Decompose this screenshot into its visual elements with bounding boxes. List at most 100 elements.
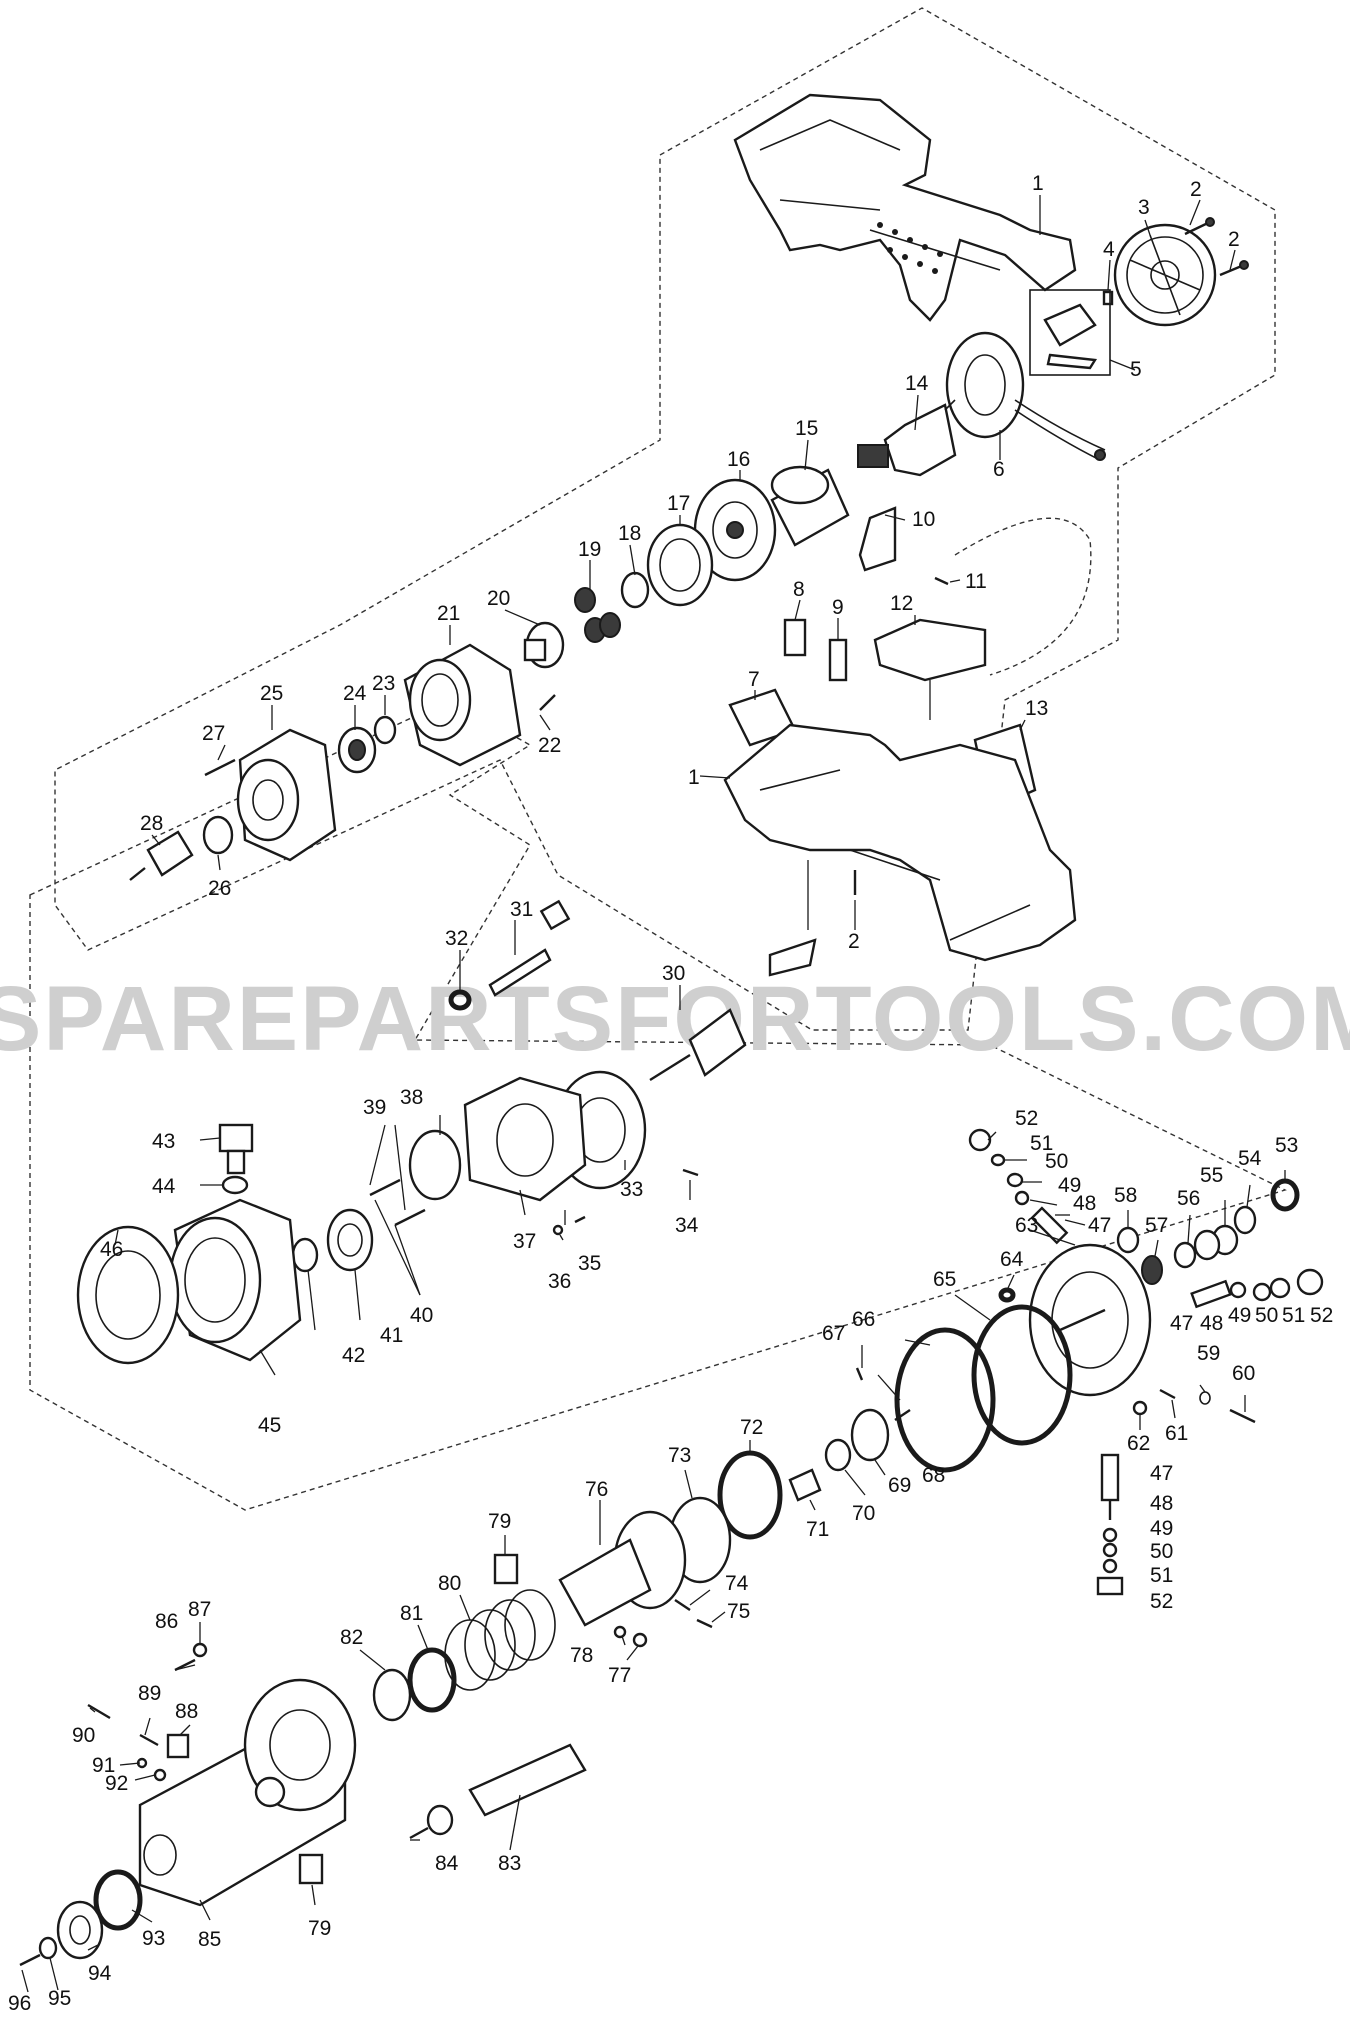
callout-2-b: 2 [1228,228,1240,251]
part-5-controller-box [1029,289,1111,376]
part-28-shaft [129,830,194,881]
callout-26: 26 [208,877,231,900]
callout-68: 68 [922,1464,945,1487]
callout-79-bottom: 79 [308,1917,331,1940]
part-53-ring [1270,1178,1300,1212]
part-78-nut [613,1625,627,1639]
handle-label-plate [768,938,817,977]
part-14-rotor [857,399,957,477]
callout-70: 70 [852,1502,875,1525]
callout-59: 59 [1197,1342,1220,1365]
part-85-body [138,1678,357,1907]
callout-1-top: 1 [1032,172,1044,195]
callout-82: 82 [340,1626,363,1649]
callout-53: 53 [1275,1134,1298,1157]
callout-49-bottom: 49 [1150,1517,1173,1540]
callout-76: 76 [585,1478,608,1501]
part-93-oring [93,1869,143,1931]
callout-15: 15 [795,417,818,440]
part-17-ring-plate [646,523,714,607]
part-38-disc [408,1129,462,1201]
callout-51-bottom: 51 [1150,1564,1173,1587]
callout-75: 75 [727,1600,750,1623]
callout-43: 43 [152,1130,175,1153]
callout-47-right: 47 [1170,1312,1193,1335]
callout-72: 72 [740,1416,763,1439]
callout-labels: 1 2 2 3 4 5 6 14 15 16 17 18 19 20 21 22… [8,172,1333,2015]
part-59-oring [1199,1391,1211,1405]
callout-44: 44 [152,1175,176,1198]
part-95-washer [38,1936,58,1960]
part-61-screw [1159,1388,1176,1400]
callout-84: 84 [435,1852,459,1875]
callout-79-top: 79 [488,1510,511,1533]
callout-49-right: 49 [1228,1304,1251,1327]
part-23-retaining-ring [373,715,397,745]
callout-17: 17 [667,492,690,515]
part-84-nozzle [409,1804,454,1840]
callout-32: 32 [445,927,468,950]
part-41-bearing [326,1208,374,1272]
part-37-plate [463,1076,587,1202]
callout-46: 46 [100,1238,123,1261]
callout-13: 13 [1025,697,1048,720]
part-15-magnet-sleeve [770,465,850,547]
callout-86: 86 [155,1610,178,1633]
part-94-plug [56,1900,104,1960]
motor-housing-group-outline [54,7,1276,1031]
part-45-housing [168,1198,302,1362]
callout-27: 27 [202,722,225,745]
part-65-oring [971,1304,1073,1446]
part-57-gear [1141,1255,1163,1285]
callout-63: 63 [1015,1214,1038,1237]
callout-7: 7 [748,668,760,691]
part-62-nut [1132,1400,1148,1416]
callout-28: 28 [140,812,163,835]
valve-stack-bottom [1096,1453,1124,1596]
part-87-washer [192,1642,208,1658]
callout-56: 56 [1177,1187,1200,1210]
part-4-pin [1102,290,1114,306]
part-86-screw [174,1658,196,1672]
callout-24: 24 [343,682,367,705]
part-81-oring [407,1647,457,1713]
callout-6: 6 [993,458,1005,481]
callout-69: 69 [888,1474,911,1497]
callout-8: 8 [793,578,805,601]
callout-5: 5 [1130,358,1142,381]
part-69-plate [850,1408,890,1462]
callout-74: 74 [725,1572,749,1595]
part-12-switch [873,618,987,682]
callout-89: 89 [138,1682,161,1705]
part-35-spring [574,1215,586,1224]
callout-50-bottom: 50 [1150,1540,1173,1563]
callout-51-top: 51 [1030,1132,1053,1155]
callout-21: 21 [437,602,460,625]
part-83-pin [468,1743,587,1817]
callout-1-bottom: 1 [688,766,700,789]
part-74-pin [674,1599,691,1611]
callout-64: 64 [1000,1248,1024,1271]
callout-52-right: 52 [1310,1304,1333,1327]
part-20-spindle [523,621,565,669]
callout-52-bottom: 52 [1150,1590,1173,1613]
part-1-housing-top [733,93,1077,322]
callout-37: 37 [513,1230,536,1253]
callout-2-c: 2 [848,930,860,953]
callout-83: 83 [498,1852,521,1875]
part-44-washer [221,1175,249,1195]
callout-48-bottom: 48 [1150,1492,1173,1515]
callout-20: 20 [487,587,510,610]
callout-42: 42 [342,1344,365,1367]
callout-22: 22 [538,734,561,757]
part-92-nut [153,1768,167,1782]
part-54-bushing [1233,1205,1257,1235]
part-82-snap-ring [372,1668,412,1722]
callout-88: 88 [175,1700,198,1723]
callout-30: 30 [662,962,685,985]
part-6-stator-board [945,331,1106,461]
part-3-rear-cover [1113,223,1217,327]
callout-18: 18 [618,522,641,545]
callout-10: 10 [912,508,935,531]
